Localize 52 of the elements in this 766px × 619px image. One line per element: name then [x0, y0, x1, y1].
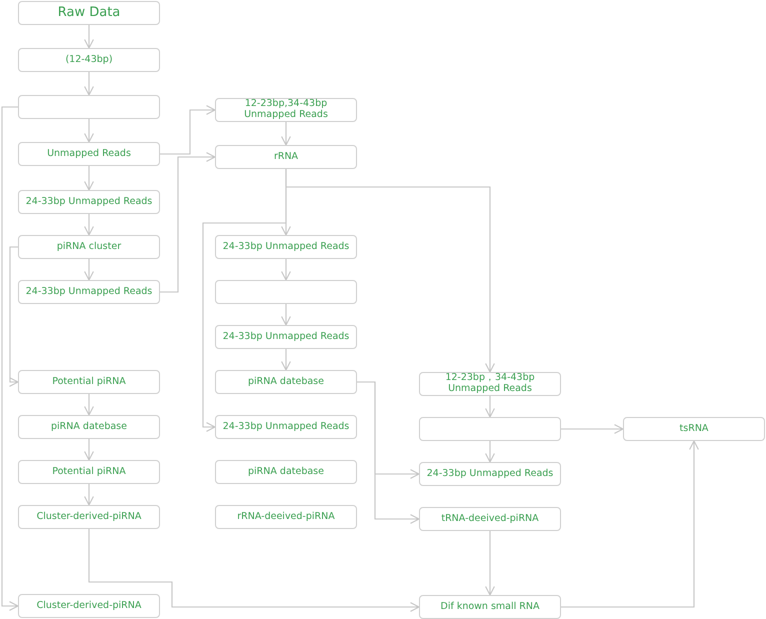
arrow [84, 25, 94, 49]
arrow [561, 440, 699, 608]
arrow [84, 166, 94, 191]
process-box: 12-23bp，34-43bp Unmapped Reads [419, 372, 561, 396]
process-box: piRNA datebase [215, 370, 357, 394]
process-box: tRNA-deeived-piRNA [419, 507, 561, 531]
process-box: Cluster-derived-piRNA [18, 505, 160, 529]
process-box: rRNA-deeived-piRNA [215, 505, 357, 529]
arrow [485, 531, 495, 596]
process-box: Potential piRNA [18, 370, 160, 394]
arrow [88, 529, 420, 612]
arrow [1, 106, 19, 611]
arrow [160, 152, 216, 293]
arrow [202, 169, 287, 432]
process-box: 24-33bp Unmapped Reads [215, 415, 357, 439]
process-box: Raw Data [18, 1, 160, 25]
arrow [84, 119, 94, 143]
process-box: Cluster-derived-piRNA [18, 594, 160, 618]
empty-box [215, 280, 357, 304]
arrow [357, 381, 420, 524]
arrow [8, 246, 19, 387]
arrow [84, 394, 94, 416]
arrow [485, 396, 495, 418]
arrow [84, 72, 94, 96]
arrow [281, 304, 291, 326]
arrow [281, 349, 291, 371]
process-box: 24-33bp Unmapped Reads [215, 325, 357, 349]
arrow [281, 122, 291, 146]
process-box: piRNA datebase [215, 460, 357, 484]
process-box: 12-23bp,34-43bp Unmapped Reads [215, 98, 357, 122]
process-box: tsRNA [623, 417, 765, 441]
process-box: rRNA [215, 145, 357, 169]
arrow [281, 259, 291, 281]
arrow [84, 484, 94, 506]
process-box: Unmapped Reads [18, 142, 160, 166]
process-box: (12-43bp) [18, 48, 160, 72]
process-box: 24-33bp Unmapped Reads [215, 235, 357, 259]
arrow [160, 105, 216, 155]
process-box: 24-33bp Unmapped Reads [18, 280, 160, 304]
process-box: piRNA datebase [18, 415, 160, 439]
arrow [84, 259, 94, 281]
process-box: 24-33bp Unmapped Reads [18, 190, 160, 214]
process-box: Dif known small RNA [419, 595, 561, 619]
arrow [485, 441, 495, 463]
process-box: 24-33bp Unmapped Reads [419, 462, 561, 486]
arrow [561, 424, 624, 434]
empty-box [419, 417, 561, 441]
arrow [84, 439, 94, 461]
process-box: Potential piRNA [18, 460, 160, 484]
empty-box [18, 95, 160, 119]
arrow [84, 214, 94, 236]
process-box: piRNA cluster [18, 235, 160, 259]
